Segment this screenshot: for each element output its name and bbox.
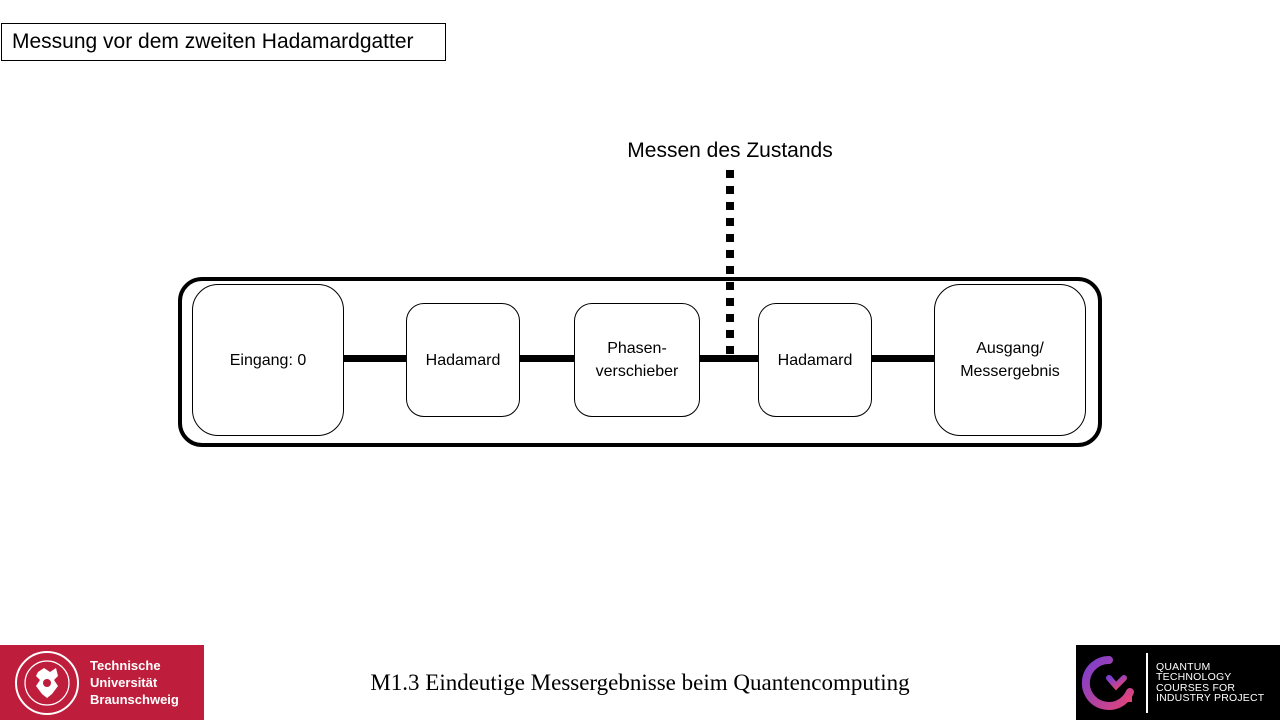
node-hadamard-2: Hadamard	[758, 303, 872, 417]
qtc-mark-icon	[1081, 655, 1134, 710]
measurement-label: Messen des Zustands	[627, 139, 833, 162]
node-output: Ausgang/ Messergebnis	[934, 284, 1086, 436]
node-hadamard-1: Hadamard	[406, 303, 520, 417]
measurement-dotted-line	[726, 170, 734, 356]
qtc-logo: QUANTUM TECHNOLOGY COURSES FOR INDUSTRY …	[1076, 645, 1280, 720]
circuit-frame	[178, 277, 1102, 447]
slide-title: Messung vor dem zweiten Hadamardgatter	[1, 23, 446, 61]
qtc-divider	[1146, 652, 1148, 713]
tu-seal-icon	[15, 650, 79, 715]
qtc-logo-text: QUANTUM TECHNOLOGY COURSES FOR INDUSTRY …	[1156, 660, 1265, 704]
node-input: Eingang: 0	[192, 284, 344, 436]
tu-logo-text: Technische Universität Braunschweig	[90, 658, 179, 707]
footer-caption: M1.3 Eindeutige Messergebnisse beim Quan…	[370, 670, 910, 695]
tu-braunschweig-logo: Technische Universität Braunschweig	[0, 645, 204, 720]
node-phase-shifter: Phasen- verschieber	[574, 303, 700, 417]
